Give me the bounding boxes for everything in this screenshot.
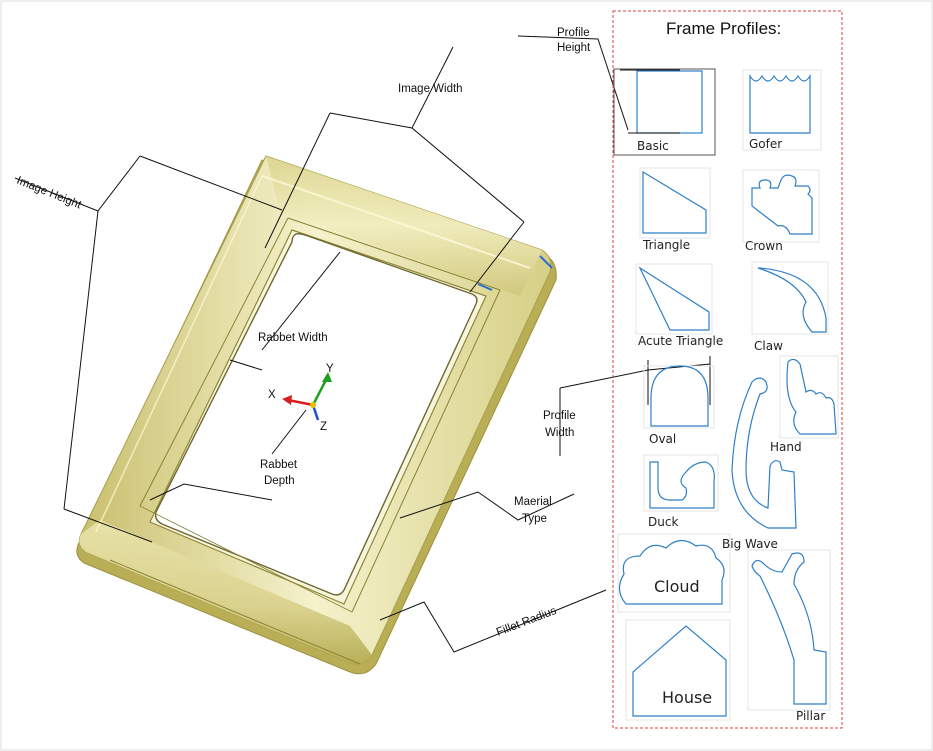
label-profile-height-line1: Profile xyxy=(557,27,590,39)
label-profile-width-line1: Profile xyxy=(543,410,576,422)
axis-x-label: X xyxy=(268,389,276,401)
profile-basic[interactable]: Basic xyxy=(613,68,716,156)
profile-crown[interactable]: Crown xyxy=(742,169,820,253)
profile-house[interactable]: House xyxy=(625,619,731,721)
profile-duck[interactable]: Duck xyxy=(643,454,719,529)
profile-cloud-label: Cloud xyxy=(654,577,700,596)
profile-pillar-label: Pillar xyxy=(796,709,825,723)
profile-basic-label: Basic xyxy=(637,139,669,153)
frame-profiles-panel: Frame Profiles: Basic Gofer Triangle Cro… xyxy=(612,10,843,729)
profile-acute-triangle-label: Acute Triangle xyxy=(638,334,723,348)
profile-acute-triangle[interactable]: Acute Triangle xyxy=(635,263,723,348)
label-image-height: Image Height xyxy=(15,175,84,212)
panel-title: Frame Profiles: xyxy=(666,19,781,38)
label-material-type-line1: Maerial xyxy=(514,496,552,508)
profile-claw-label: Claw xyxy=(754,339,783,353)
axis-triad: Y X Z xyxy=(268,363,334,433)
profile-big-wave-label: Big Wave xyxy=(722,537,778,551)
profile-house-label: House xyxy=(662,688,712,707)
profile-cloud[interactable]: Cloud xyxy=(617,533,731,613)
profile-big-wave[interactable]: Big Wave xyxy=(722,377,797,551)
label-rabbet-depth-line2: Depth xyxy=(264,475,295,487)
label-profile-height-line2: Height xyxy=(557,42,591,54)
profile-triangle[interactable]: Triangle xyxy=(639,167,711,252)
label-rabbet-depth-line1: Rabbet xyxy=(260,459,298,471)
label-fillet-radius: Fillet Radius xyxy=(495,605,559,639)
picture-frame-3d xyxy=(76,155,557,675)
profile-triangle-label: Triangle xyxy=(642,238,690,252)
profile-oval[interactable]: Oval xyxy=(643,365,715,446)
profile-oval-label: Oval xyxy=(649,432,676,446)
label-rabbet-width: Rabbet Width xyxy=(258,332,328,344)
axis-y-label: Y xyxy=(326,363,334,375)
label-profile-width-line2: Width xyxy=(545,427,574,439)
profile-pillar[interactable]: Pillar xyxy=(747,549,831,723)
label-material-type-line2: Type xyxy=(522,513,547,525)
profile-gofer[interactable]: Gofer xyxy=(742,69,822,151)
label-image-width: Image Width xyxy=(398,83,463,95)
axis-z-label: Z xyxy=(320,421,327,433)
profile-hand-label: Hand xyxy=(770,440,802,454)
profile-crown-label: Crown xyxy=(745,239,783,253)
profile-duck-label: Duck xyxy=(648,515,678,529)
profile-hand[interactable]: Hand xyxy=(770,355,839,454)
profile-claw[interactable]: Claw xyxy=(751,261,829,353)
profile-gofer-label: Gofer xyxy=(749,137,782,151)
